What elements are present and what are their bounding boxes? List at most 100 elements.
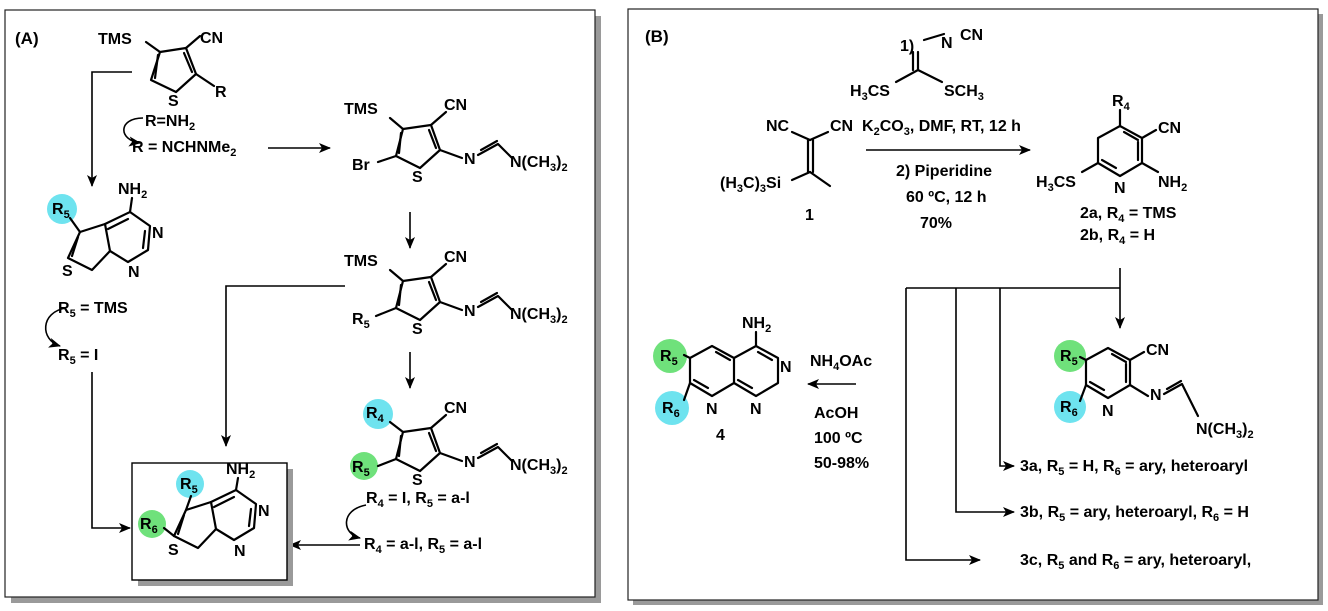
r4-amidine-n-label: N	[464, 454, 476, 471]
product-3-pyridine: R5 R6 CN N N N(CH3)2	[1054, 340, 1254, 441]
branch-3c	[905, 288, 981, 565]
r5-amidine-cn-label: CN	[444, 249, 467, 266]
cond4-line4: 50-98%	[814, 455, 869, 472]
cond-b-line2: 2) Piperidine	[896, 163, 992, 180]
r4-r5-amidine-thiophene: R4 CN R5 S N N(CH3)2	[350, 399, 568, 489]
p4-n3-label: N	[706, 401, 718, 418]
reagent-cn-label: CN	[960, 27, 983, 44]
thienopyrimidine-n1-label: N	[152, 225, 164, 242]
prod2-nh2-label: NH2	[1158, 174, 1187, 194]
sm-si-label: (H3C)3Si	[720, 175, 781, 195]
r5-green-highlight	[350, 452, 378, 480]
reagent-n-label: N	[941, 35, 953, 52]
thienopyrimidine-s-label: S	[62, 263, 73, 280]
cond-r4-al: R4 = a-l, R5 = a-l	[364, 536, 482, 556]
panel-b-frame	[627, 8, 1319, 601]
branch-3b	[955, 288, 1015, 517]
start-cn-label: CN	[200, 30, 223, 47]
thienopyrimidine-nh2-label: NH2	[118, 181, 147, 201]
cond-r-nchnme2: R = NCHNMe2	[132, 139, 236, 159]
panel-b-label: (B)	[645, 27, 669, 46]
cond-b-line3: 60 ºC, 12 h	[906, 189, 987, 206]
starting-material-1: NC CN (H3C)3Si 1	[720, 118, 853, 224]
r4-amidine-nme2-label: N(CH3)2	[510, 457, 568, 477]
cond-b-line1: K2CO3, DMF, RT, 12 h	[862, 118, 1021, 138]
reagent-step1-label: 1)	[900, 38, 914, 55]
cond4-line3: 100 ºC	[814, 430, 863, 447]
r5-amidine-thiophene: TMS CN R5 S N N(CH3)2	[344, 249, 568, 338]
bromo-nme2-label: N(CH3)2	[510, 154, 568, 174]
p3-r5-green	[1054, 340, 1086, 372]
prod2b-label: 2b, R4 = H	[1080, 227, 1155, 247]
p3-cn-label: CN	[1146, 342, 1169, 359]
bromo-br-label: Br	[352, 157, 370, 174]
bromo-n-label: N	[464, 151, 476, 168]
r5-cyan-highlight-left	[47, 194, 77, 224]
bromo-tms-label: TMS	[344, 101, 378, 118]
p4-r6-cyan	[655, 391, 689, 425]
p4-nh2-label: NH2	[742, 315, 771, 335]
r4-amidine-r5-label: R5	[352, 459, 370, 479]
final-n1-label: N	[258, 503, 270, 520]
final-n2-label: N	[234, 543, 246, 560]
final-nh2-label: NH2	[226, 461, 255, 481]
r4-amidine-cn-label: CN	[444, 400, 467, 417]
cond4-line1: NH4OAc	[810, 353, 872, 373]
prod2-r4-label: R4	[1112, 93, 1131, 113]
thienopyrimidine-r5-label: R5	[52, 201, 70, 221]
bromo-s-label: S	[412, 169, 423, 186]
r4-amidine-s-label: S	[412, 472, 423, 489]
sm-nc-label: NC	[766, 118, 790, 135]
r5-amidine-s-label: S	[412, 321, 423, 338]
reagent-h3cs-label: H3CS	[850, 83, 890, 103]
curved-arrow-r4-coupling	[345, 504, 367, 541]
final-s-label: S	[168, 542, 179, 559]
p3-r6-cyan	[1054, 391, 1086, 423]
branch-3a	[999, 288, 1015, 471]
option-3b-label: 3b, R5 = ary, heteroaryl, R6 = H	[1020, 504, 1249, 524]
prod2a-label: 2a, R4 = TMS	[1080, 205, 1177, 225]
final-r6-green	[138, 510, 166, 538]
prod2-cn-label: CN	[1158, 120, 1181, 137]
final-r6-label: R6	[140, 516, 158, 536]
arrow-r5i-to-final	[91, 372, 131, 533]
option-3c-label: 3c, R5 and R6 = ary, heteroaryl,	[1020, 552, 1251, 572]
start-tms-label: TMS	[98, 31, 132, 48]
cond-r-nh2: R=NH2	[145, 113, 195, 133]
start-s-label: S	[168, 93, 179, 110]
sm-number-label: 1	[805, 207, 814, 224]
reagent-sch3-label: SCH3	[944, 83, 984, 103]
r4-label: R4	[366, 405, 385, 425]
bromo-amidine-thiophene: TMS CN Br S N N(CH3)2	[344, 97, 568, 186]
p4-r5-label: R5	[660, 348, 678, 368]
prod2-n-label: N	[1114, 180, 1126, 197]
bromo-cn-label: CN	[444, 97, 467, 114]
cond-r5-i: R5 = I	[58, 347, 98, 367]
p3-imine-n-label: N	[1150, 387, 1162, 404]
r5-amidine-nme2-label: N(CH3)2	[510, 306, 568, 326]
product-2-pyridine: R4 CN H3CS N NH2 2a, R4 = TMS 2b, R4 = H	[1036, 93, 1187, 247]
final-r5-cyan	[176, 470, 204, 498]
option-3a-label: 3a, R5 = H, R6 = ary, heteroaryl	[1020, 458, 1248, 478]
p4-n1-label: N	[780, 359, 792, 376]
r5-amidine-tms-label: TMS	[344, 253, 378, 270]
cond4-line2: AcOH	[814, 405, 858, 422]
start-thiophene: TMS CN R S	[98, 30, 227, 110]
r5-amidine-n-label: N	[464, 303, 476, 320]
curved-arrow-iodination	[44, 307, 67, 348]
final-r5-label: R5	[180, 476, 198, 496]
final-thienopyrimidine: R5 R6 NH2 N N S	[138, 461, 270, 560]
arrow-to-thienopyrimidine	[87, 71, 132, 187]
p3-nme2-label: N(CH3)2	[1196, 421, 1254, 441]
curved-arrow-formamidine	[123, 117, 144, 147]
cond-b-line4: 70%	[920, 215, 952, 232]
p4-number-label: 4	[716, 427, 725, 444]
cond-r5-tms: R5 = TMS	[58, 300, 128, 320]
product-4-pyridopyrimidine: R5 R6 NH2 N N N 4	[653, 315, 792, 444]
prod2-h3cs-label: H3CS	[1036, 174, 1076, 194]
panel-a-label: (A)	[15, 29, 39, 48]
p3-r5-label: R5	[1060, 348, 1078, 368]
p3-r6-label: R6	[1060, 399, 1078, 419]
p4-n2-label: N	[750, 401, 762, 418]
